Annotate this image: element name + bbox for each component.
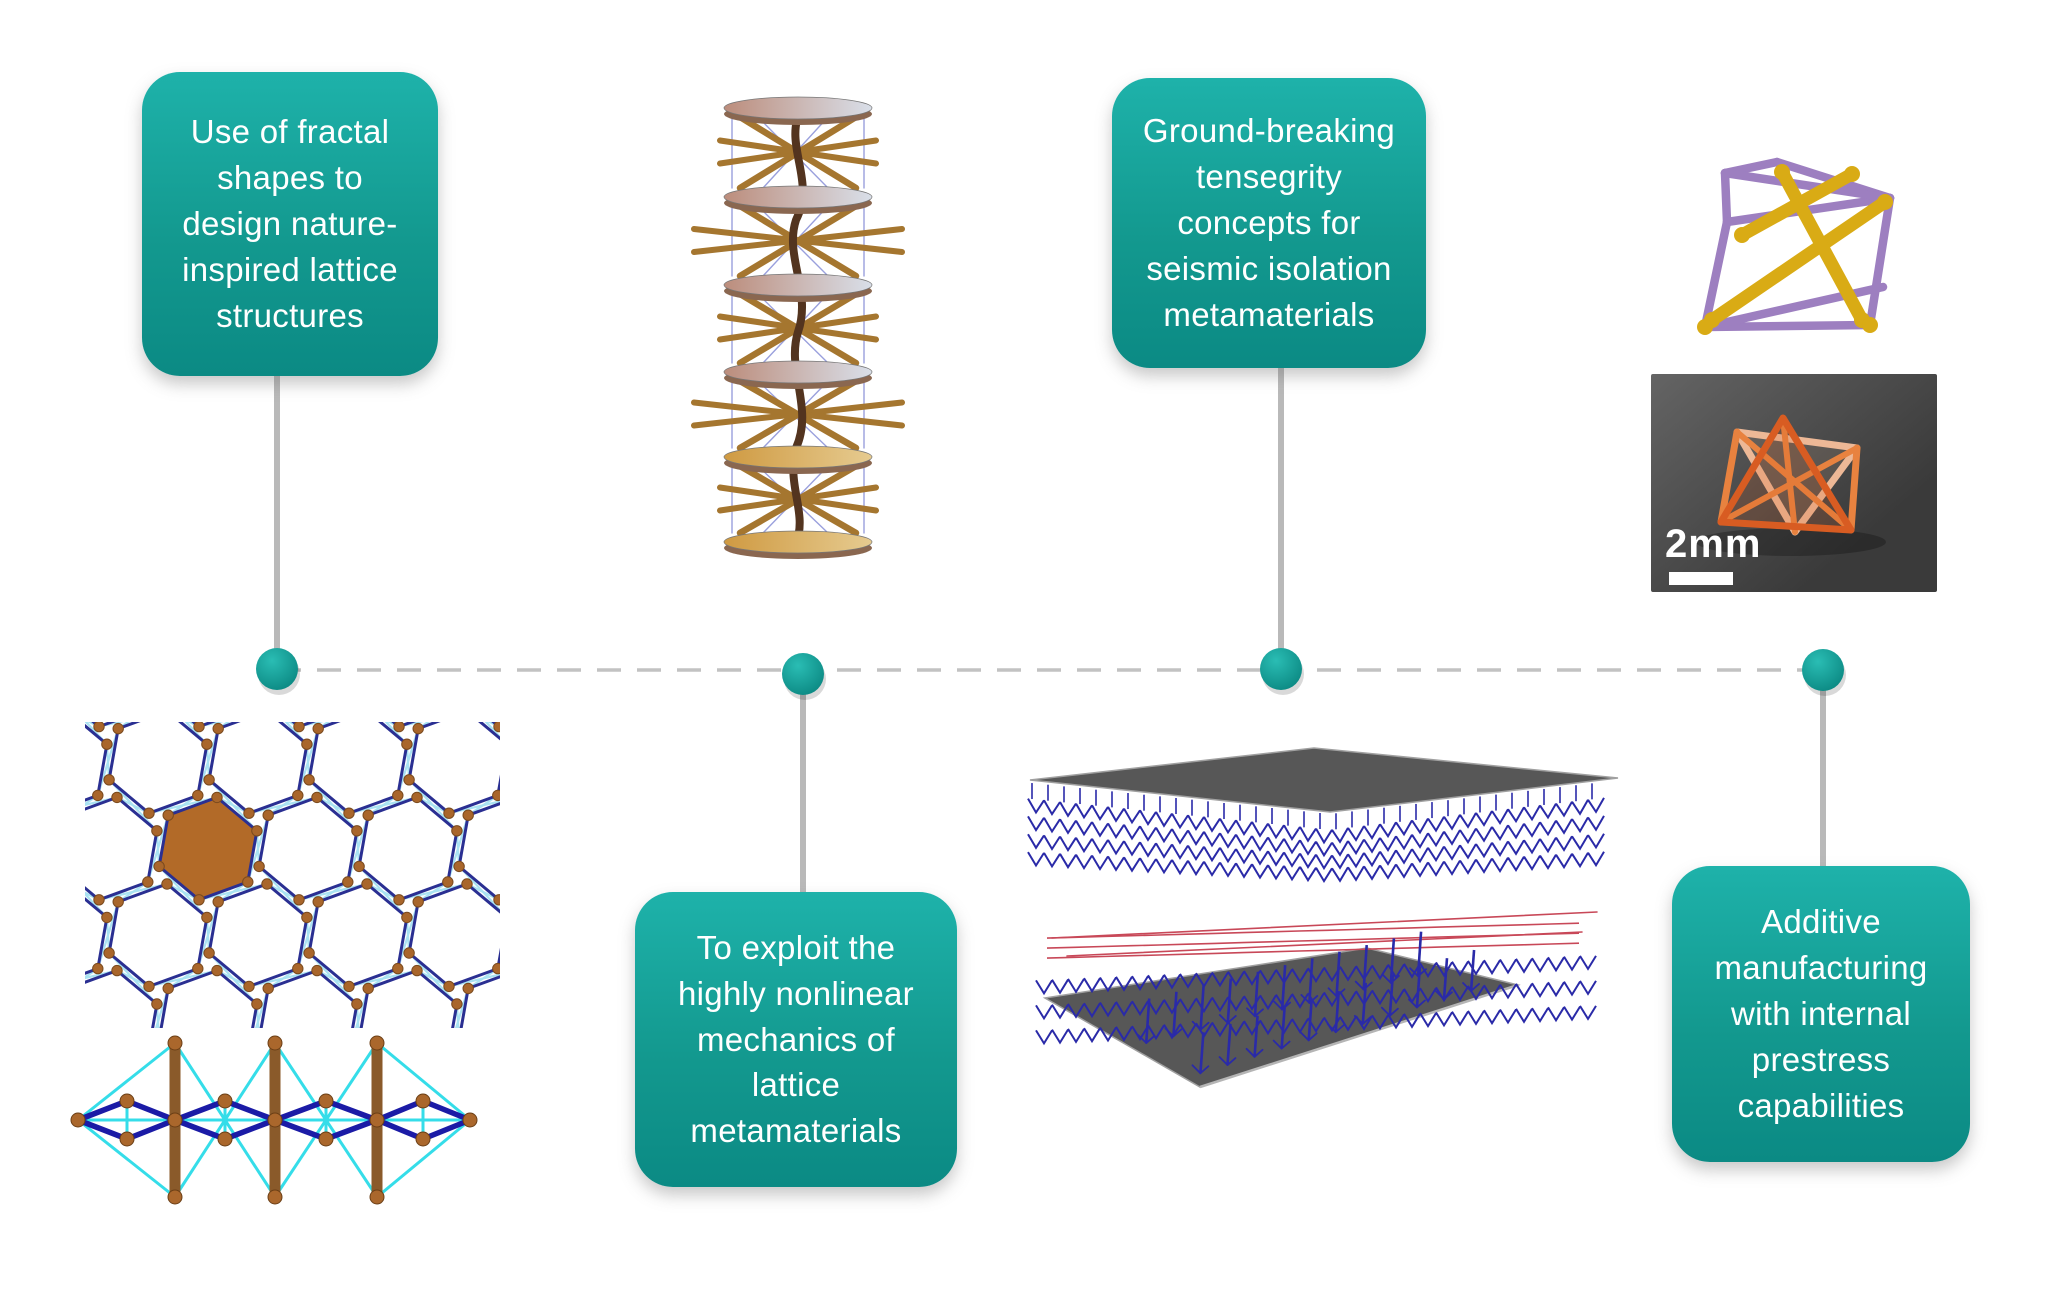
- printed-tensegrity-sample: [1696, 414, 1886, 556]
- tensegrity-column-figure: [691, 96, 905, 559]
- callout-additive-manufacturing: Additive manufacturing with internal pre…: [1672, 866, 1970, 1162]
- scale-bar-label: 2mm: [1665, 522, 1762, 566]
- lattice-simulation-figure: [1027, 747, 1619, 1089]
- callout-tensegrity-concepts: Ground-breaking tensegrity concepts for …: [1112, 78, 1426, 368]
- scale-bar: [1669, 572, 1733, 585]
- callout-nonlinear-mechanics-text: To exploit the highly nonlinear mechanic…: [678, 928, 914, 1150]
- timeline-node-1: [256, 648, 298, 690]
- chiral-honeycomb-figure: [85, 722, 500, 1028]
- planar-tensegrity-truss-figure: [70, 1035, 478, 1205]
- callout-fractal-shapes-text: Use of fractal shapes to design nature- …: [182, 113, 398, 334]
- callout-fractal-shapes: Use of fractal shapes to design nature- …: [142, 72, 438, 376]
- callout-additive-manufacturing-text: Additive manufacturing with internal pre…: [1714, 903, 1928, 1124]
- callout-tensegrity-concepts-text: Ground-breaking tensegrity concepts for …: [1142, 112, 1396, 333]
- printed-tensegrity-photo: 2mm: [1651, 374, 1937, 592]
- timeline-node-3: [1260, 648, 1302, 690]
- tensegrity-unit-render-figure: [1697, 157, 1895, 335]
- callout-nonlinear-mechanics: To exploit the highly nonlinear mechanic…: [635, 892, 957, 1187]
- timeline-node-2: [782, 653, 824, 695]
- timeline-node-4: [1802, 649, 1844, 691]
